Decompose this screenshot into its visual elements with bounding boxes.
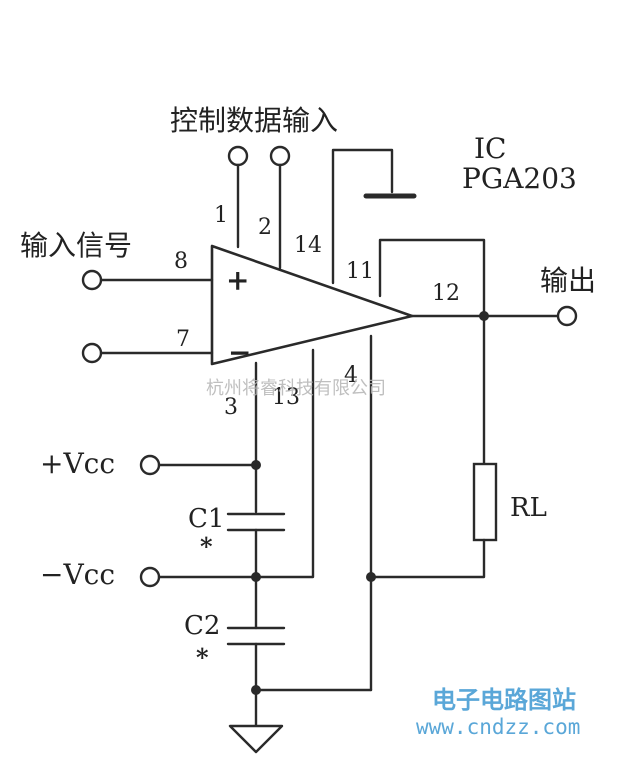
input-signal-label: 输入信号 — [20, 229, 132, 262]
pin-label-14: 14 — [294, 233, 322, 258]
pin-label-11: 11 — [346, 259, 374, 284]
wire-pin13 — [254, 348, 315, 579]
plus-vcc-terminal — [139, 454, 161, 476]
opamp-plus-sign: + — [226, 264, 249, 297]
minus-vcc-terminal — [139, 566, 161, 588]
pin-label-7: 7 — [176, 327, 190, 352]
ground-icon — [228, 724, 284, 754]
wire-pin11-feedback — [378, 238, 486, 318]
pin-label-2: 2 — [258, 215, 272, 240]
input-terminal-7 — [81, 342, 103, 364]
opamp-triangle — [210, 244, 414, 366]
c2-label: C2 — [184, 611, 220, 641]
pin-label-1: 1 — [214, 203, 228, 228]
control-terminal-2 — [269, 145, 291, 167]
control-data-input-label: 控制数据输入 — [170, 104, 338, 137]
wire-pin14 — [331, 148, 394, 285]
plus-vcc-label: +Vcc — [40, 447, 115, 480]
site-url-watermark: www.cndzz.com — [416, 715, 580, 739]
input-terminal-8 — [81, 269, 103, 291]
output-label: 输出 — [540, 264, 596, 297]
ic-label: IC — [474, 132, 506, 165]
minus-vcc-label: −Vcc — [40, 558, 115, 591]
output-terminal — [556, 305, 578, 327]
wire-rl-bottom — [369, 538, 486, 579]
pin-label-3: 3 — [224, 395, 238, 420]
junction-pin4-rl — [366, 572, 376, 582]
junction-minus-vcc — [251, 572, 261, 582]
ic-model-label: PGA203 — [462, 162, 577, 195]
c1-star: * — [200, 532, 213, 561]
pin-label-12: 12 — [432, 281, 460, 306]
rl-label: RL — [510, 493, 547, 523]
site-name-watermark: 电子电路图站 — [432, 686, 576, 714]
company-watermark: 杭州将睿科技有限公司 — [206, 378, 386, 399]
control-terminal-1 — [227, 145, 249, 167]
pin-label-8: 8 — [174, 249, 188, 274]
opamp-minus-sign: − — [228, 336, 251, 369]
c2-star: * — [196, 643, 209, 672]
pin-label-13: 13 — [272, 385, 300, 410]
junction-ground — [251, 685, 261, 695]
junction-plus-vcc — [251, 460, 261, 470]
c1-label: C1 — [188, 504, 224, 534]
resistor-rl — [472, 462, 498, 542]
pin-label-4: 4 — [344, 363, 358, 388]
